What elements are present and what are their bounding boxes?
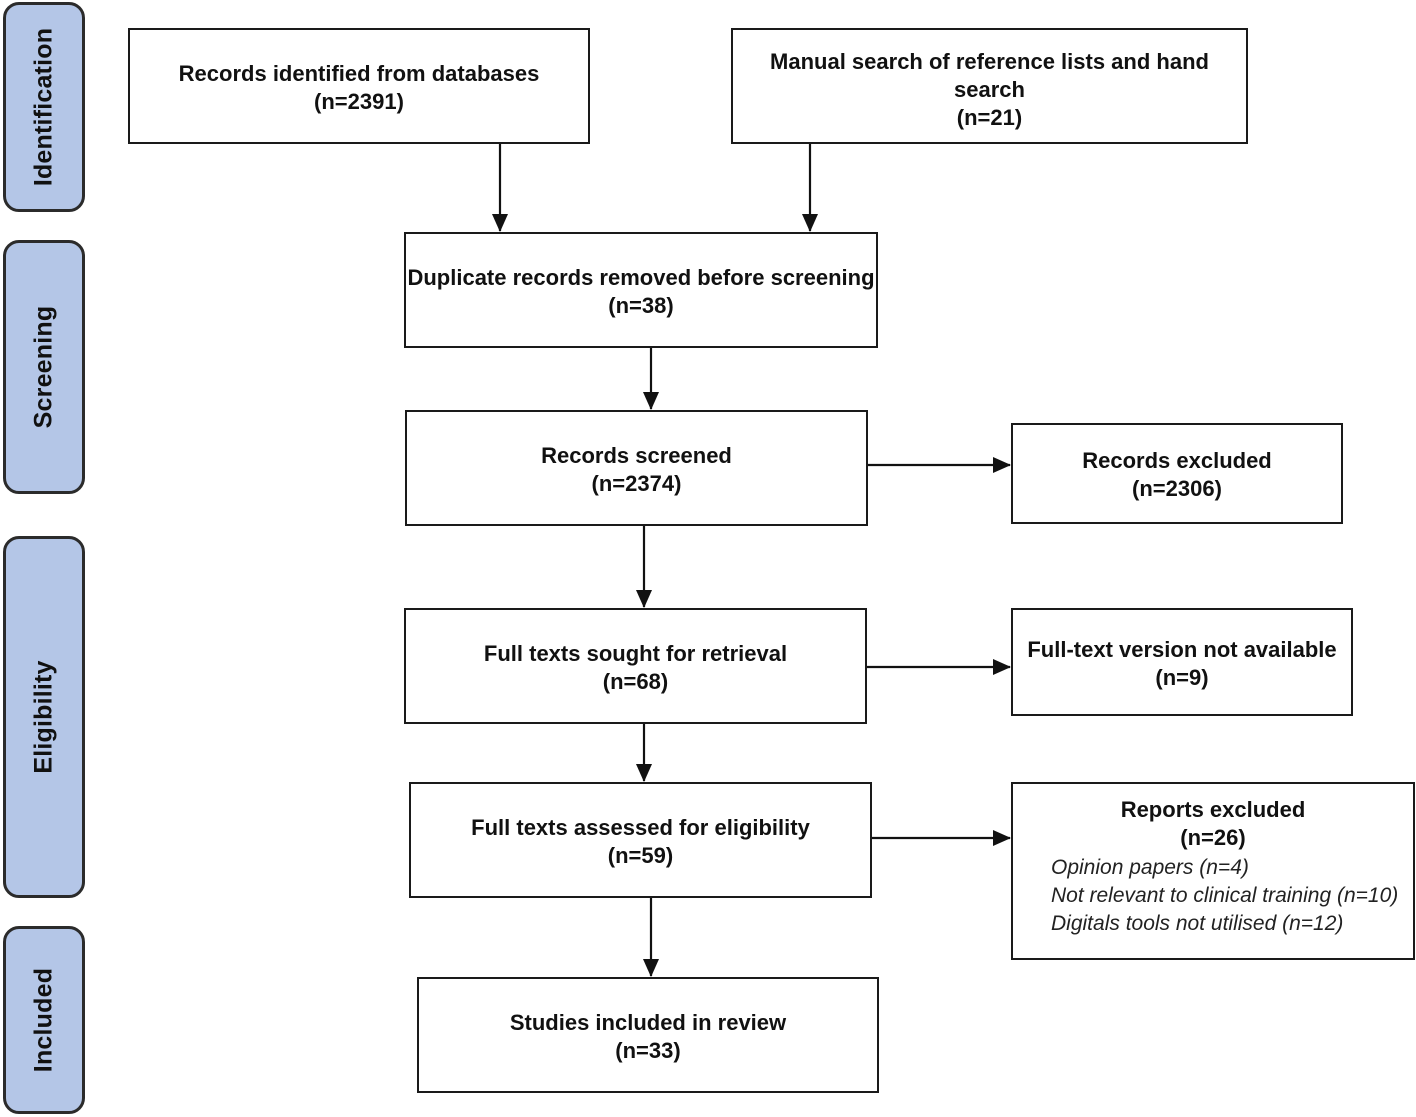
phase-eligibility-label: Eligibility	[29, 660, 58, 774]
duplicates-box: Duplicate records removed before screeni…	[404, 232, 878, 348]
reports-excluded-reasons: Opinion papers (n=4) Not relevant to cli…	[1051, 854, 1398, 938]
duplicates-title: Duplicate records removed before screeni…	[407, 265, 875, 290]
phase-eligibility: Eligibility	[3, 536, 85, 898]
assessed-count: (n=59)	[607, 843, 674, 868]
phase-screening-label: Screening	[29, 305, 58, 429]
reports-excluded-box: Reports excluded (n=26) Opinion papers (…	[1011, 782, 1415, 960]
reports-excluded-count: (n=26)	[1180, 825, 1246, 850]
screened-title: Records screened	[541, 443, 732, 468]
included-title: Studies included in review	[509, 1010, 787, 1035]
not-available-count: (n=9)	[1155, 665, 1209, 690]
included-box: Studies included in review (n=33)	[417, 977, 879, 1093]
databases-count: (n=2391)	[314, 89, 404, 114]
not-available-box: Full-text version not available (n=9)	[1011, 608, 1353, 716]
manual-search-title: Manual search of reference lists and han…	[770, 49, 1209, 102]
reason-item: Opinion papers (n=4)	[1051, 856, 1249, 879]
databases-box: Records identified from databases (n=239…	[128, 28, 590, 144]
sought-count: (n=68)	[602, 669, 669, 694]
phase-identification-label: Identification	[29, 27, 58, 187]
phase-identification: Identification	[3, 2, 85, 212]
phase-included: Included	[3, 926, 85, 1114]
records-excluded-title: Records excluded	[1082, 448, 1272, 473]
sought-box: Full texts sought for retrieval (n=68)	[404, 608, 867, 724]
screened-count: (n=2374)	[591, 471, 682, 496]
reason-item: Not relevant to clinical training (n=10)	[1051, 884, 1399, 907]
assessed-box: Full texts assessed for eligibility (n=5…	[409, 782, 872, 898]
records-excluded-count: (n=2306)	[1132, 476, 1222, 501]
reason-item: Digitals tools not utilised (n=12)	[1051, 912, 1344, 935]
reports-excluded-title: Reports excluded	[1120, 797, 1306, 822]
manual-search-box: Manual search of reference lists and han…	[731, 28, 1248, 144]
not-available-title: Full-text version not available	[1027, 637, 1337, 662]
included-count: (n=33)	[615, 1038, 681, 1063]
assessed-title: Full texts assessed for eligibility	[471, 815, 810, 840]
phase-included-label: Included	[29, 967, 58, 1073]
screened-box: Records screened (n=2374)	[405, 410, 868, 526]
databases-title: Records identified from databases	[178, 61, 540, 86]
phase-screening: Screening	[3, 240, 85, 494]
manual-search-count: (n=21)	[956, 105, 1023, 130]
records-excluded-box: Records excluded (n=2306)	[1011, 423, 1343, 524]
duplicates-count: (n=38)	[608, 293, 674, 318]
sought-title: Full texts sought for retrieval	[483, 641, 788, 666]
